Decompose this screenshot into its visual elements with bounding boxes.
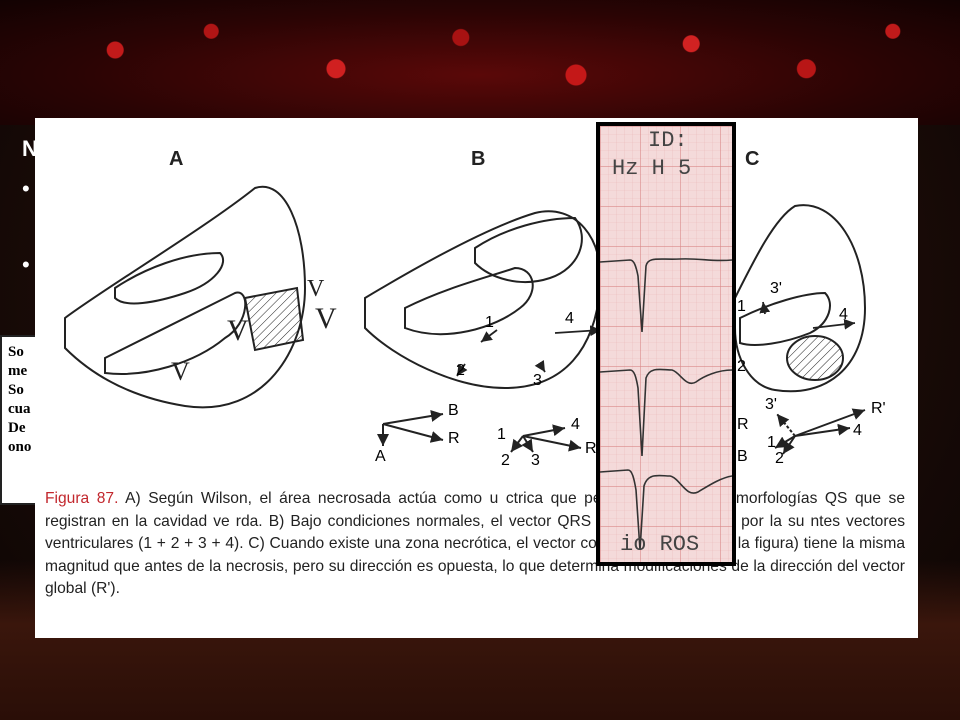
ecg-header-1: ID:: [648, 128, 688, 153]
vector-c-label-4: 4: [853, 422, 862, 439]
heart-diagrams: V V V V: [64, 185, 867, 455]
vector-label-b: B: [448, 402, 459, 419]
ecg-trace: [600, 258, 732, 551]
text-box: So me So cua De ono: [0, 335, 48, 505]
heart-b-number-3: 3: [533, 372, 542, 389]
heart-b: [364, 210, 602, 390]
cut-letter-r: R: [737, 416, 749, 433]
ecg-footer: io ROS: [620, 532, 700, 557]
text-line: ono: [8, 439, 32, 455]
heart-b-number-4: 4: [565, 310, 574, 327]
panel-label-a: A: [169, 148, 184, 170]
heart-a: [64, 185, 307, 409]
qs-wave-a1: V: [227, 314, 249, 347]
panel-label-c: C: [745, 148, 760, 170]
text-line: cua: [8, 401, 31, 417]
heart-b-number-2: 2: [456, 362, 465, 379]
heart-c-number-4: 4: [839, 306, 848, 323]
vector-b-label-r: R: [585, 440, 597, 457]
vector-c-label-r-prime: R': [871, 400, 886, 417]
vectors-c: [774, 408, 866, 455]
heart-b-arrows: [456, 325, 602, 377]
vector-c-label-3p: 3': [765, 396, 777, 413]
heart-b-number-1: 1: [485, 314, 494, 331]
vector-b-label-3: 3: [531, 452, 540, 469]
vector-label-r: R: [448, 430, 460, 447]
vectors-a: [377, 410, 444, 446]
ecg-header-2: Hz H 5: [612, 156, 692, 181]
figure-caption: Figura 87. A) Según Wilson, el área necr…: [45, 488, 905, 601]
caption-text: A) Según Wilson, el área necrosada actúa…: [45, 490, 905, 597]
panel-label-b: B: [471, 148, 486, 170]
qs-wave-a4: V: [307, 276, 325, 302]
vector-c-label-2: 2: [775, 450, 784, 467]
heart-c-number-1: 1: [737, 298, 746, 315]
heart-c-number-2: 2: [737, 358, 746, 375]
vector-c-label-1: 1: [767, 434, 776, 451]
ecg-strip: ID: Hz H 5 io ROS: [596, 122, 736, 566]
slide-title-fragment: N: [22, 136, 38, 161]
vector-b-label-2: 2: [501, 452, 510, 469]
text-line: So: [8, 344, 24, 360]
caption-figure-ref: Figura 87.: [45, 490, 119, 507]
vector-label-a: A: [375, 448, 386, 465]
cut-letter-b: B: [737, 448, 748, 465]
qs-wave-a3: V: [315, 302, 337, 335]
figure-87: A B C V V V V: [35, 118, 918, 638]
bullet-2: •: [22, 252, 30, 277]
vectors-b: [510, 424, 582, 453]
vector-b-label-4: 4: [571, 416, 580, 433]
blood-cells-banner: [0, 0, 960, 125]
text-line: So: [8, 382, 24, 398]
heart-c: [734, 204, 867, 393]
heart-c-number-3p: 3': [770, 280, 782, 297]
text-line: De: [8, 420, 26, 436]
vector-b-label-1: 1: [497, 426, 506, 443]
ecg-grid-trace: [600, 126, 732, 562]
text-line: me: [8, 363, 28, 379]
bullet-1: •: [22, 176, 30, 201]
qs-wave-a2: V: [171, 357, 190, 386]
heart-c-arrows: [759, 301, 856, 330]
